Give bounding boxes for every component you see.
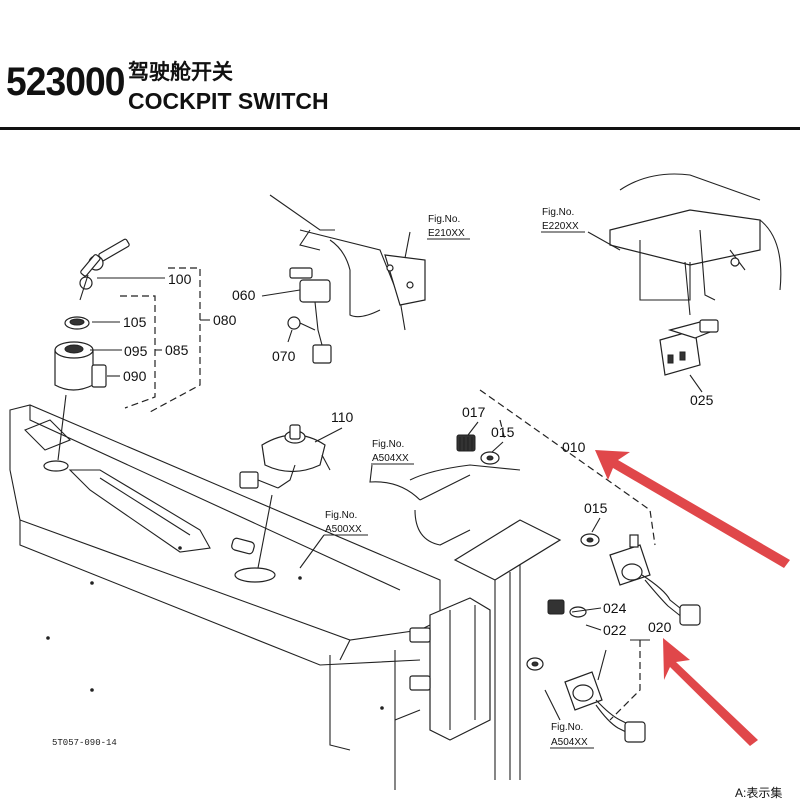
fig-e220-code: E220XX bbox=[542, 221, 579, 232]
screw-070 bbox=[287, 316, 316, 331]
fig-a500-code: A500XX bbox=[325, 524, 362, 535]
part-group-code: 523000 bbox=[6, 60, 125, 104]
key-switch-assembly bbox=[54, 238, 130, 461]
label-010: 010 bbox=[562, 439, 586, 455]
red-arrow-upper bbox=[595, 450, 790, 568]
title-chinese: 驾驶舱开关 bbox=[128, 60, 233, 84]
label-085: 085 bbox=[165, 342, 189, 358]
fig-e210-code: E210XX bbox=[428, 228, 465, 239]
switch-060 bbox=[289, 267, 332, 364]
corner-note: A:表示集 bbox=[735, 785, 782, 800]
switch-020-lower bbox=[526, 599, 646, 743]
label-070: 070 bbox=[272, 348, 296, 364]
label-015-right: 015 bbox=[584, 500, 608, 516]
fig-a504-upper-title: Fig.No. bbox=[372, 439, 404, 450]
label-095: 095 bbox=[124, 343, 148, 359]
horn-button-110 bbox=[239, 424, 331, 569]
fig-a504-upper-code: A504XX bbox=[372, 453, 409, 464]
header-rule bbox=[0, 127, 800, 130]
label-017: 017 bbox=[462, 404, 486, 420]
left-leaders bbox=[90, 267, 210, 413]
fig-e220-title: Fig.No. bbox=[542, 207, 574, 218]
label-080: 080 bbox=[213, 312, 237, 328]
label-015-top: 015 bbox=[491, 424, 515, 440]
red-arrow-lower bbox=[663, 638, 758, 746]
switch-025 bbox=[659, 319, 719, 376]
label-060: 060 bbox=[232, 287, 256, 303]
washer-015-top bbox=[480, 451, 500, 465]
drawing-number: 5T057-090-14 bbox=[52, 738, 117, 748]
title-english: COCKPIT SWITCH bbox=[128, 88, 329, 114]
page-header: 523000 驾驶舱开关 COCKPIT SWITCH bbox=[0, 0, 800, 132]
right-bracket bbox=[380, 464, 562, 790]
fig-e210-title: Fig.No. bbox=[428, 214, 460, 225]
label-105: 105 bbox=[123, 314, 147, 330]
fig-a500-title: Fig.No. bbox=[325, 510, 357, 521]
label-090: 090 bbox=[123, 368, 147, 384]
switch-020-upper bbox=[580, 533, 701, 626]
label-110: 110 bbox=[331, 409, 354, 425]
label-100: 100 bbox=[168, 271, 192, 287]
nut-017 bbox=[456, 434, 476, 452]
bracket-e220 bbox=[609, 173, 782, 316]
fig-a504-lower-title: Fig.No. bbox=[551, 722, 583, 733]
label-025: 025 bbox=[690, 392, 714, 408]
bracket-e210 bbox=[269, 194, 426, 331]
label-022: 022 bbox=[603, 622, 627, 638]
label-024: 024 bbox=[603, 600, 627, 616]
fig-a504-lower-code: A504XX bbox=[551, 737, 588, 748]
label-020: 020 bbox=[648, 619, 672, 635]
dashboard-panel bbox=[9, 404, 441, 751]
